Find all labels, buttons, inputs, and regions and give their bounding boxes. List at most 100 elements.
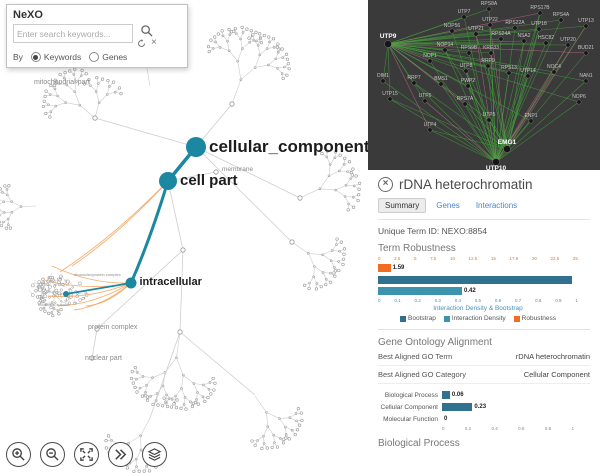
ontology-term-node[interactable] [63,291,69,297]
bar-value-label: 0.23 [474,404,487,410]
gene-node[interactable] [485,63,491,69]
gene-node-label: UTP8 [460,63,473,69]
gene-node[interactable] [465,83,471,89]
ontology-term-label: intracellular [139,275,202,288]
gene-node[interactable] [551,69,557,75]
gene-node[interactable] [487,22,493,28]
gene-node[interactable] [466,50,472,56]
gene-node[interactable] [449,28,455,34]
gene-node[interactable] [506,70,512,76]
gene-node[interactable] [486,117,492,123]
search-input[interactable] [13,24,133,43]
go-chart-row: Cellular Component 0.23 [378,401,590,413]
gene-node[interactable] [521,38,527,44]
zoom-in-icon [12,448,25,461]
unique-term-id: Unique Term ID: NEXO:8854 [378,219,590,236]
search-icon[interactable] [140,24,153,37]
gene-node-label: UTP4 [424,122,437,128]
gene-node[interactable] [512,25,518,31]
axis-tick: 0.8 [544,426,552,431]
gene-node[interactable] [488,50,494,56]
gene-node[interactable] [498,36,504,42]
gene-node[interactable] [422,98,428,104]
axis-tick: 0.5 [474,298,482,303]
radio-genes[interactable]: Genes [89,52,127,62]
gene-node[interactable] [576,99,582,105]
term-detail-panel: × rDNA heterochromatin Summary Genes Int… [368,170,600,473]
gene-node[interactable] [387,96,393,102]
chart-bar-row: 1.59 [378,263,584,273]
gene-node-label: RPS8A [481,1,498,7]
layers-button[interactable] [142,442,167,467]
gene-node[interactable] [486,6,492,12]
gene-node[interactable] [411,80,417,86]
gene-node[interactable] [461,14,467,20]
axis-tick: 0.4 [454,298,461,303]
gene-node-label: UTP21 [468,26,484,32]
tab-interactions[interactable]: Interactions [475,201,518,210]
gene-node[interactable] [462,101,468,107]
double-chevron-icon [115,449,127,460]
axis-tick: 10 [449,256,455,261]
zoom-fit-button[interactable] [74,442,99,467]
gene-node[interactable] [565,42,571,48]
clear-icon[interactable]: × [151,37,157,48]
radio-keywords[interactable]: Keywords [30,52,81,62]
gene-node[interactable] [442,47,448,53]
gene-node[interactable] [525,73,531,79]
gene-node[interactable] [583,50,589,56]
gene-node[interactable] [536,26,542,32]
ontology-term-label: cellular_component [209,136,368,156]
gene-node-label: RRP7 [407,75,421,81]
gene-node[interactable] [463,68,469,74]
gene-node[interactable] [438,81,444,87]
go-category-label: Cellular Component [380,403,438,411]
legend-item: Interaction Density [443,315,506,322]
gene-node[interactable] [537,10,543,16]
gene-node[interactable] [583,23,589,29]
gene-node[interactable] [503,145,511,153]
gene-node[interactable] [583,78,589,84]
tab-summary[interactable]: Summary [378,198,427,213]
gene-node[interactable] [384,40,392,48]
zoom-in-button[interactable] [6,442,31,467]
zoom-out-icon [46,448,59,461]
gene-node[interactable] [473,31,479,37]
gene-node[interactable] [427,127,433,133]
gene-node[interactable] [427,58,433,64]
gene-node-label: NOP6 [572,94,586,100]
ontology-term-node[interactable] [186,137,206,157]
gene-node-label: RPS9B [461,45,478,51]
gene-node[interactable] [558,17,564,23]
chart-bar [378,287,462,295]
gene-node[interactable] [543,40,549,46]
legend-item: Bootstrap [400,315,436,322]
gene-node[interactable] [528,118,534,124]
ontology-tree-canvas[interactable] [0,0,368,473]
ontology-term-node[interactable] [159,172,177,190]
legend-item: Robustness [513,315,556,322]
legend-swatch [443,315,450,322]
bar-value-label: 0.06 [451,392,464,398]
gene-node[interactable] [380,78,386,84]
gene-node-label: BMS1 [434,76,448,82]
radio-genes-icon [89,52,100,62]
close-icon[interactable]: × [378,177,393,192]
gene-node-label: RPS24A [491,31,511,37]
gene-node-label: RPS13 [501,65,517,71]
robustness-axis-label: Interaction Density & Bootstrap [433,305,523,312]
gene-node-label: RPS17B [530,5,550,11]
axis-tick: 20 [531,256,537,261]
gene-node-label: UTP22 [482,17,498,23]
axis-tick: 1 [575,298,578,303]
expand-branches-button[interactable] [108,442,133,467]
reset-icon[interactable] [137,38,146,48]
gene-node[interactable] [492,158,500,166]
ontology-term-node[interactable] [125,277,137,289]
zoom-out-button[interactable] [40,442,65,467]
tab-genes[interactable]: Genes [436,201,460,210]
section-go-alignment: Gene Ontology Alignment [378,337,492,348]
